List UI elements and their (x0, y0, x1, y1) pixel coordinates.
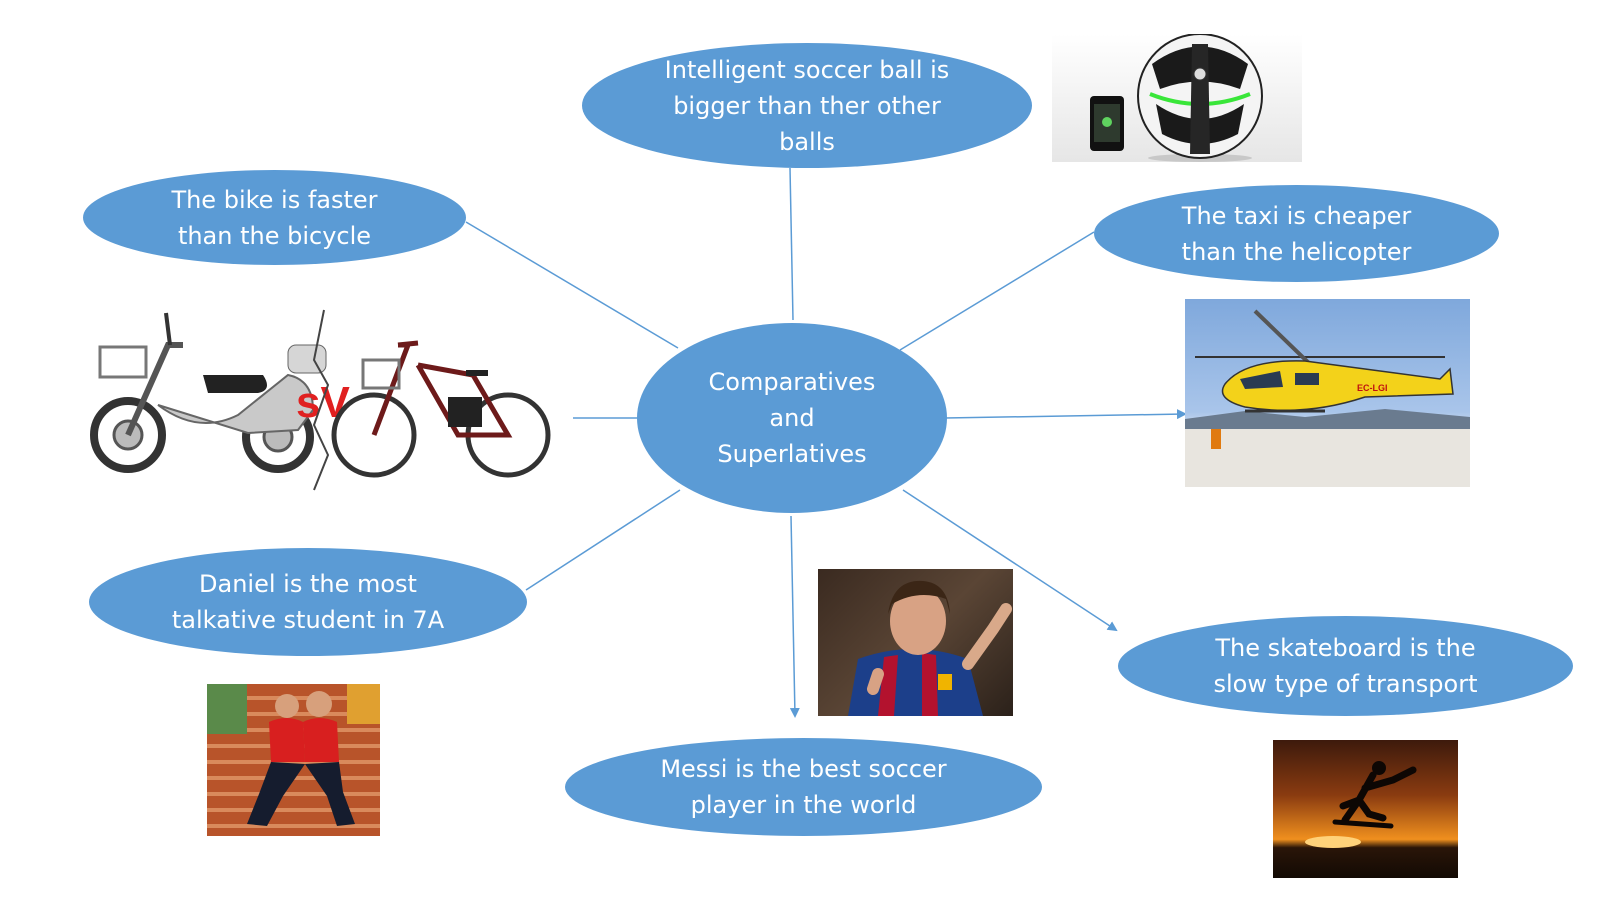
students-image (207, 684, 380, 836)
messi-image (818, 569, 1013, 716)
node-messi-text: Messi is the best soccer player in the w… (660, 755, 947, 819)
connector-soccer-ball (789, 167, 794, 321)
center-line-2: and (769, 404, 815, 432)
node-soccer-ball: Intelligent soccer ball is bigger than t… (582, 43, 1032, 168)
node-soccer-ball-text: Intelligent soccer ball is bigger than t… (664, 55, 950, 156)
vs-label: sV (296, 378, 350, 427)
soccer-player-icon (848, 580, 1012, 716)
center-line-1: Comparatives (708, 368, 876, 396)
center-line-3: Superlatives (717, 440, 867, 468)
connector-helicopter-image (944, 409, 1187, 420)
connector-daniel (525, 489, 681, 591)
students-icon (247, 691, 355, 826)
node-taxi: The taxi is cheaper than the helicopter (1094, 185, 1499, 282)
node-taxi-text: The taxi is cheaper than the helicopter (1181, 201, 1412, 266)
node-daniel-text: Daniel is the most talkative student in … (171, 570, 445, 634)
node-messi: Messi is the best soccer player in the w… (565, 738, 1042, 836)
node-skateboard-text: The skateboard is the slow type of trans… (1213, 634, 1478, 698)
helicopter-registration: EC-LGI (1357, 383, 1388, 393)
soccer-ball-image (1052, 34, 1302, 162)
bike-vs-bicycle-image: sV (88, 305, 573, 495)
node-bike: The bike is faster than the bicycle (83, 170, 466, 265)
skateboarder-image (1273, 740, 1458, 878)
node-daniel: Daniel is the most talkative student in … (89, 548, 527, 656)
helicopter-icon: EC-LGI (1195, 309, 1454, 413)
scooter-icon (90, 312, 327, 473)
node-skateboard: The skateboard is the slow type of trans… (1118, 616, 1573, 716)
center-node: Comparatives and Superlatives (637, 323, 947, 513)
connector-skateboard (902, 489, 1118, 632)
node-bike-text: The bike is faster than the bicycle (171, 185, 378, 250)
connector-bike (465, 221, 679, 349)
connector-taxi (899, 231, 1095, 351)
helicopter-image: EC-LGI (1185, 299, 1470, 487)
connector-messi (789, 515, 800, 718)
bicycle-icon (331, 340, 551, 478)
skateboarder-icon (1332, 761, 1417, 829)
